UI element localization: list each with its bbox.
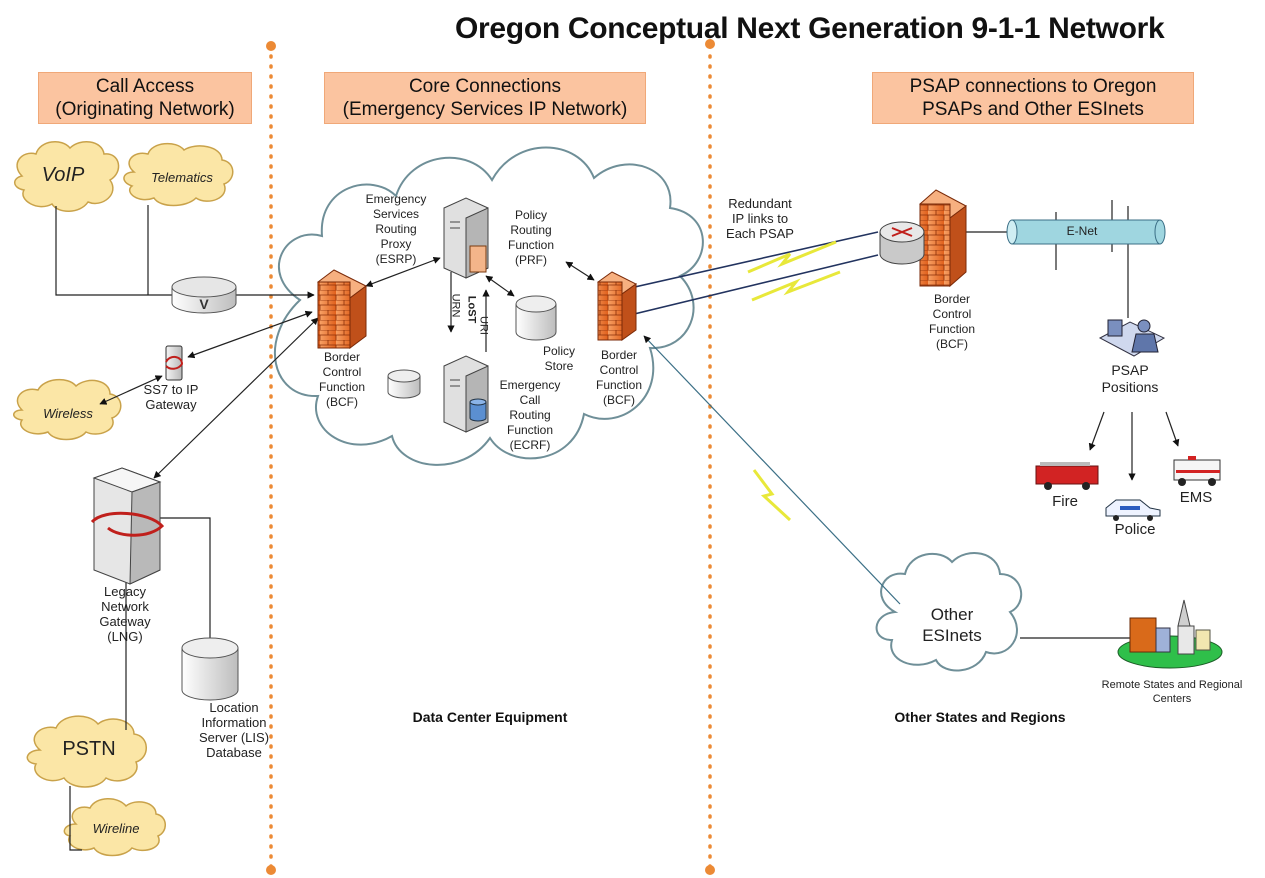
bcf-mid-label: Border Control Function (BCF): [595, 348, 643, 407]
psap-to-fire-arrow: [1088, 411, 1105, 451]
pstn-cloud: [26, 715, 147, 788]
svg-text:V: V: [199, 296, 209, 312]
voip-line: [55, 206, 172, 296]
prf-to-policy-store-arrow: [485, 275, 515, 297]
pstn-to-wireline-line: [69, 786, 82, 851]
data-center-caption: Data Center Equipment: [412, 709, 568, 725]
lis-label: Location Information Server (LIS) Databa…: [198, 700, 270, 760]
lng-server-icon: [90, 467, 165, 585]
psap-operator-icon: [1098, 319, 1166, 357]
psap-to-ems-arrow: [1165, 411, 1180, 447]
bcf-mid-to-router-line-2: [625, 254, 879, 319]
remote-town-icon: [1117, 599, 1223, 669]
policy-store-label: Policy Store: [542, 344, 575, 373]
prf-label: Policy Routing Function (PRF): [507, 208, 555, 267]
telematics-cloud: [123, 142, 234, 207]
redundant-links-label: Redundant IP links to Each PSAP: [726, 196, 794, 241]
bcf-mid-to-router-line-1: [625, 231, 879, 292]
wireless-label: Wireless: [43, 406, 93, 421]
small-disk-icon: [387, 369, 421, 399]
bcf-to-esrp-arrow: [365, 256, 441, 288]
lis-database-icon: [181, 637, 239, 701]
header-core-connections: Core Connections (Emergency Services IP …: [324, 72, 646, 124]
ecrf-server-icon: [443, 355, 489, 433]
esrp-label: Emergency Services Routing Proxy (ESRP): [365, 192, 427, 266]
ecrf-label: Emergency Call Routing Function (ECRF): [499, 378, 561, 452]
lng-to-lis-line: [160, 517, 211, 648]
bcf-left-firewall: [317, 269, 367, 349]
other-esinets-cloud: [875, 552, 1023, 672]
psap-positions-label: PSAP Positions: [1101, 362, 1159, 395]
divider-left-top-dot: [266, 41, 276, 51]
police-label: Police: [1114, 521, 1156, 538]
ss7-gateway-label: SS7 to IP Gateway: [143, 382, 199, 412]
divider-right-bottom-dot: [705, 865, 715, 875]
header-call-access: Call Access (Originating Network): [38, 72, 252, 124]
policy-store-icon: [515, 295, 557, 341]
remote-states-label: Remote States and Regional Centers: [1101, 679, 1243, 705]
fire-truck-icon: [1035, 462, 1099, 490]
bcf-right-label: Border Control Function (BCF): [928, 292, 976, 351]
fire-label: Fire: [1052, 493, 1078, 510]
header-psap-connections: PSAP connections to Oregon PSAPs and Oth…: [872, 72, 1194, 124]
ems-label: EMS: [1179, 489, 1213, 506]
wireline-label: Wireline: [92, 821, 140, 836]
esrp-server-icon: [443, 197, 489, 279]
bcf-mid-to-other-esinets-line: [643, 335, 901, 605]
telematics-label: Telematics: [151, 170, 213, 185]
ambulance-icon: [1173, 456, 1221, 486]
bcf-right-firewall: [919, 189, 967, 288]
ss7-gateway-icon: [165, 345, 184, 381]
divider-right-top-dot: [705, 39, 715, 49]
enet-pipe: [1006, 219, 1166, 245]
lng-label: Legacy Network Gateway (LNG): [99, 584, 151, 644]
police-car-icon: [1105, 499, 1161, 521]
voice-switch: V: [171, 276, 237, 314]
lightning-2: [751, 270, 841, 302]
voip-cloud: [14, 141, 120, 212]
divider-left-bottom-dot: [266, 865, 276, 875]
lng-to-bcf-arrow: [153, 317, 319, 479]
wireless-cloud: [13, 378, 122, 441]
diagram-title: Oregon Conceptual Next Generation 9-1-1 …: [455, 12, 1165, 45]
lightning-3: [752, 469, 792, 522]
urn-label: URN: [449, 293, 462, 318]
other-states-caption: Other States and Regions: [894, 709, 1066, 725]
wireless-to-ss7-arrow: [99, 375, 163, 405]
other-esinets-label: Other ESInets: [922, 605, 982, 645]
lightning-1: [747, 240, 837, 274]
bcf-left-label: Border Control Function (BCF): [318, 350, 366, 409]
voip-label: VoIP: [41, 164, 85, 186]
enet-label: E-Net: [1066, 224, 1098, 238]
uri-label: URI: [477, 316, 490, 335]
pstn-label: PSTN: [62, 738, 116, 760]
router-icon: [879, 221, 925, 265]
bcf-mid-firewall: [597, 271, 637, 341]
prf-to-bcf-mid-arrow: [565, 261, 595, 281]
